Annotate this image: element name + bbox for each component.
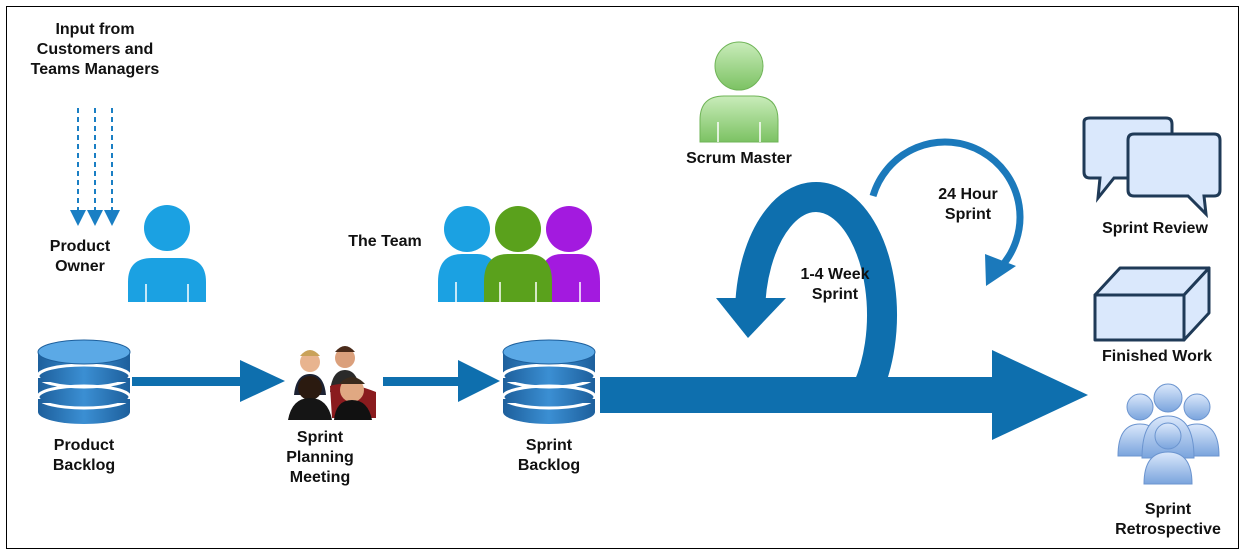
finished-work-label: Finished Work: [1082, 347, 1232, 367]
the-team-label-text: The Team: [348, 233, 422, 250]
arrow-backlog-to-planning: [132, 360, 285, 402]
1-4-week-sprint-label-line-1: 1-4 Week: [800, 266, 870, 283]
sprint-planning-meeting-label-line-1: Sprint: [296, 429, 344, 446]
sprint-backlog-label-line-1: Sprint: [525, 437, 573, 454]
sprint-cycle-flow-arrow: [600, 182, 1088, 440]
planning-meeting-people-icon: [288, 346, 376, 420]
scrum-master-label-text: Scrum Master: [686, 150, 792, 167]
sprint-retrospective-label: Sprint Retrospective: [1106, 500, 1230, 540]
product-owner-label-line-2: Owner: [55, 258, 105, 275]
sprint-review-chat-icon: [1082, 116, 1222, 219]
sprint-retrospective-label-line-2: Retrospective: [1115, 521, 1221, 538]
input-dashed-arrows: [70, 108, 120, 226]
sprint-retrospective-group-icon: [1117, 383, 1220, 485]
product-owner-person-icon: [128, 205, 206, 302]
24-hour-sprint-label: 24 Hour Sprint: [918, 185, 1018, 225]
product-backlog-label-line-1: Product: [53, 437, 115, 454]
finished-work-label-text: Finished Work: [1102, 348, 1212, 365]
sprint-planning-meeting-label-line-2: Planning: [286, 449, 354, 466]
sprint-review-label-text: Sprint Review: [1102, 220, 1208, 237]
sprint-planning-meeting-label-line-3: Meeting: [289, 469, 351, 486]
arrow-planning-to-sprint-backlog: [383, 360, 500, 402]
1-4-week-sprint-label: 1-4 Week Sprint: [780, 265, 890, 305]
sprint-backlog-label: Sprint Backlog: [499, 436, 599, 476]
team-people-icon: [438, 206, 600, 302]
the-team-label: The Team: [330, 232, 440, 252]
input-label-line-3: Teams Managers: [30, 61, 160, 78]
product-backlog-label: Product Backlog: [34, 436, 134, 476]
input-label-line-1: Input from: [55, 21, 135, 38]
product-backlog-database-icon: [36, 339, 132, 424]
sprint-backlog-label-line-2: Backlog: [517, 457, 581, 474]
sprint-review-label: Sprint Review: [1080, 219, 1230, 239]
1-4-week-sprint-label-line-2: Sprint: [811, 286, 859, 303]
24-hour-sprint-label-line-2: Sprint: [944, 206, 992, 223]
diagram-frame: [6, 6, 1239, 549]
input-label: Input from Customers and Teams Managers: [20, 20, 170, 80]
sprint-planning-meeting-label: Sprint Planning Meeting: [270, 428, 370, 488]
24-hour-cycle-arrow: [869, 138, 1024, 286]
sprint-backlog-database-icon: [501, 339, 597, 424]
input-label-line-2: Customers and: [36, 41, 154, 58]
24-hour-sprint-label-line-1: 24 Hour: [938, 186, 998, 203]
finished-work-box-icon: [1093, 266, 1211, 342]
product-owner-label: Product Owner: [30, 237, 130, 277]
sprint-retrospective-label-line-1: Sprint: [1144, 501, 1192, 518]
product-owner-label-line-1: Product: [49, 238, 111, 255]
scrum-master-label: Scrum Master: [664, 149, 814, 169]
product-backlog-label-line-2: Backlog: [52, 457, 116, 474]
scrum-master-person-icon: [699, 41, 779, 143]
